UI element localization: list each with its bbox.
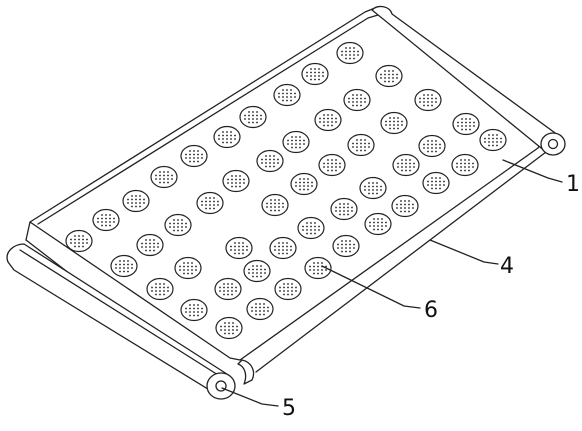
perforated-dome [256, 149, 284, 173]
perforated-dome [150, 165, 178, 189]
perforated-dome [213, 125, 241, 149]
perforated-dome [301, 62, 329, 86]
perforated-dome [332, 234, 360, 258]
label-part-4: 4 [500, 254, 514, 279]
label-part-6: 6 [424, 298, 438, 323]
perforated-dome [164, 213, 192, 237]
label-part-5: 5 [282, 396, 296, 421]
perforated-dome [452, 112, 480, 136]
perforated-dome [392, 153, 420, 177]
perforated-dome [261, 193, 289, 217]
front-hinge-barrel [6, 243, 255, 400]
perforated-dome [375, 64, 403, 88]
perforated-dome [136, 233, 164, 257]
perforated-dome [122, 189, 150, 213]
plate-inner-edge [37, 14, 379, 225]
perforated-dome [239, 105, 267, 129]
perforated-dome [336, 41, 364, 65]
perforated-dome [196, 191, 224, 215]
perforated-dome [180, 144, 208, 168]
leader-line-1 [502, 159, 563, 183]
perforated-dome [304, 256, 332, 280]
perforated-dome [330, 197, 358, 221]
perforated-dome [222, 169, 250, 193]
perforated-dome [282, 130, 310, 154]
leader-line-6 [321, 265, 421, 309]
perforated-domes [65, 41, 507, 340]
perforated-dome [110, 254, 138, 278]
label-part-1: 1 [566, 172, 580, 197]
perforated-dome [364, 212, 392, 236]
perforated-dome [214, 277, 242, 301]
perforated-dome [414, 88, 442, 112]
perforated-dome [246, 297, 274, 321]
perforated-dome [418, 134, 446, 158]
perforated-dome [146, 277, 174, 301]
perforated-dome [290, 172, 318, 196]
perforated-dome [273, 83, 301, 107]
right-hinge-barrel [371, 5, 566, 156]
perforated-dome [479, 128, 507, 152]
perforated-dome [174, 256, 202, 280]
leader-lines [221, 159, 563, 407]
leader-line-5 [221, 387, 279, 407]
perforated-dome [274, 277, 302, 301]
perforated-dome [391, 194, 419, 218]
leader-line-4 [429, 239, 499, 265]
perforated-dome [180, 298, 208, 322]
perforated-dome [297, 216, 325, 240]
perforated-dome [65, 229, 93, 253]
perforated-dome [380, 111, 408, 135]
perforated-dome [343, 88, 371, 112]
perforated-dome [347, 133, 375, 157]
perforated-dome [92, 208, 120, 232]
perforated-dome [422, 171, 450, 195]
perforated-dome [451, 153, 479, 177]
perforated-dome [314, 108, 342, 132]
perforated-dome [269, 236, 297, 260]
perforated-dome [243, 259, 271, 283]
perforated-dome [215, 316, 243, 340]
perforated-dome [359, 176, 387, 200]
perforated-dome [225, 236, 253, 260]
perforated-dome [318, 153, 346, 177]
